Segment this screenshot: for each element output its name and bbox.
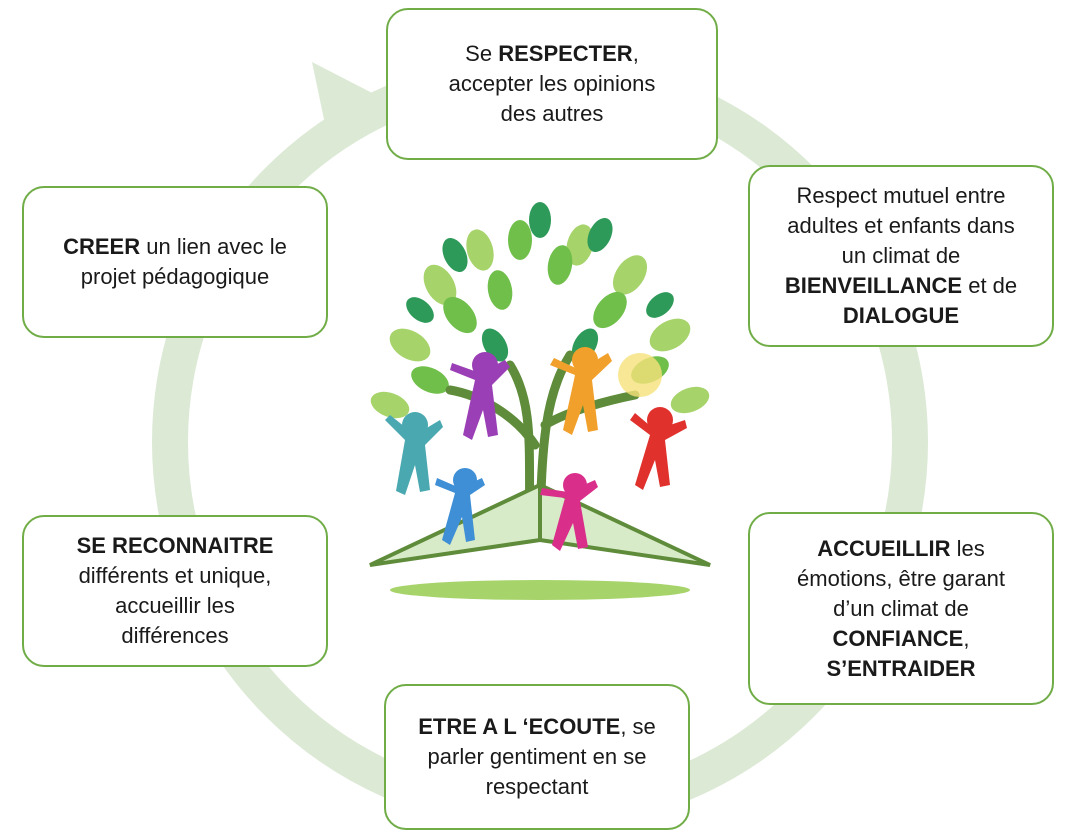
box-bienveillance-line1: Respect mutuel entre bbox=[796, 183, 1006, 208]
box-ecoute-line2: parler gentiment en se bbox=[427, 744, 647, 769]
tree-children-illustration bbox=[369, 202, 711, 600]
open-book bbox=[369, 482, 711, 600]
box-reconnaitre-line4: différences bbox=[121, 623, 229, 648]
box-confiance-keyword: CONFIANCE bbox=[832, 625, 964, 651]
box-bienveillance: Respect mutuel entre adultes et enfants … bbox=[748, 165, 1054, 347]
box-accueillir-suffix: les bbox=[950, 535, 985, 561]
sun-icon bbox=[618, 353, 662, 397]
cycle-arrowhead bbox=[312, 62, 378, 148]
box-accueillir-line2: émotions, être garant bbox=[797, 565, 1005, 591]
box-accueillir-line3: d’un climat de bbox=[833, 595, 969, 621]
box-ecoute-keyword: ETRE A L ‘ECOUTE bbox=[418, 714, 621, 739]
box-dialogue-keyword: DIALOGUE bbox=[842, 303, 960, 328]
box-accueillir-keyword: ACCUEILLIR bbox=[817, 535, 951, 561]
box-respecter-suffix: , bbox=[632, 41, 639, 66]
box-bienveillance-keyword: BIENVEILLANCE bbox=[784, 273, 963, 298]
box-bienveillance-line3: un climat de bbox=[841, 243, 961, 268]
box-respecter-line2: accepter les opinions bbox=[448, 71, 656, 96]
tree-canopy bbox=[370, 202, 710, 435]
child-blue bbox=[435, 468, 485, 545]
box-bienveillance-mid: et de bbox=[962, 273, 1018, 298]
box-creer-keyword: CREER bbox=[63, 234, 141, 259]
box-accueillir-text: ACCUEILLIR les émotions, être garant d’u… bbox=[797, 534, 1005, 684]
box-ecoute-text: ETRE A L ‘ECOUTE, se parler gentiment en… bbox=[418, 712, 656, 802]
child-teal bbox=[385, 412, 443, 495]
box-respecter-keyword: RESPECTER bbox=[498, 41, 633, 66]
tree-trunk bbox=[445, 350, 640, 530]
box-reconnaitre-keyword: SE RECONNAITRE bbox=[76, 533, 274, 558]
box-reconnaitre: SE RECONNAITRE différents et unique, acc… bbox=[22, 515, 328, 667]
children-figures bbox=[385, 347, 687, 551]
box-creer: CREER un lien avec le projet pédagogique bbox=[22, 186, 328, 338]
child-orange bbox=[550, 347, 612, 435]
box-accueillir: ACCUEILLIR les émotions, être garant d’u… bbox=[748, 512, 1054, 705]
box-ecoute-line3: respectant bbox=[485, 774, 589, 799]
box-reconnaitre-line2: différents et unique, bbox=[78, 563, 272, 588]
box-creer-text: CREER un lien avec le projet pédagogique bbox=[63, 232, 287, 292]
box-bienveillance-line2: adultes et enfants dans bbox=[787, 213, 1015, 238]
box-confiance-suffix: , bbox=[963, 625, 970, 651]
box-ecoute: ETRE A L ‘ECOUTE, se parler gentiment en… bbox=[384, 684, 690, 830]
box-entraider-keyword: S’ENTRAIDER bbox=[826, 655, 976, 681]
child-red bbox=[630, 407, 687, 490]
box-bienveillance-text: Respect mutuel entre adultes et enfants … bbox=[785, 181, 1017, 331]
box-creer-suffix: un lien avec le bbox=[140, 234, 287, 259]
box-reconnaitre-line3: accueillir les bbox=[115, 593, 235, 618]
box-ecoute-suffix: , se bbox=[620, 714, 656, 739]
box-respecter-text: Se RESPECTER, accepter les opinions des … bbox=[449, 39, 656, 129]
box-creer-line2: projet pédagogique bbox=[80, 264, 270, 289]
child-purple bbox=[450, 352, 510, 440]
child-pink bbox=[540, 473, 598, 551]
box-respecter-prefix: Se bbox=[465, 41, 499, 66]
box-respecter-line3: des autres bbox=[500, 101, 604, 126]
box-reconnaitre-text: SE RECONNAITRE différents et unique, acc… bbox=[77, 531, 274, 651]
box-respecter: Se RESPECTER, accepter les opinions des … bbox=[386, 8, 718, 160]
